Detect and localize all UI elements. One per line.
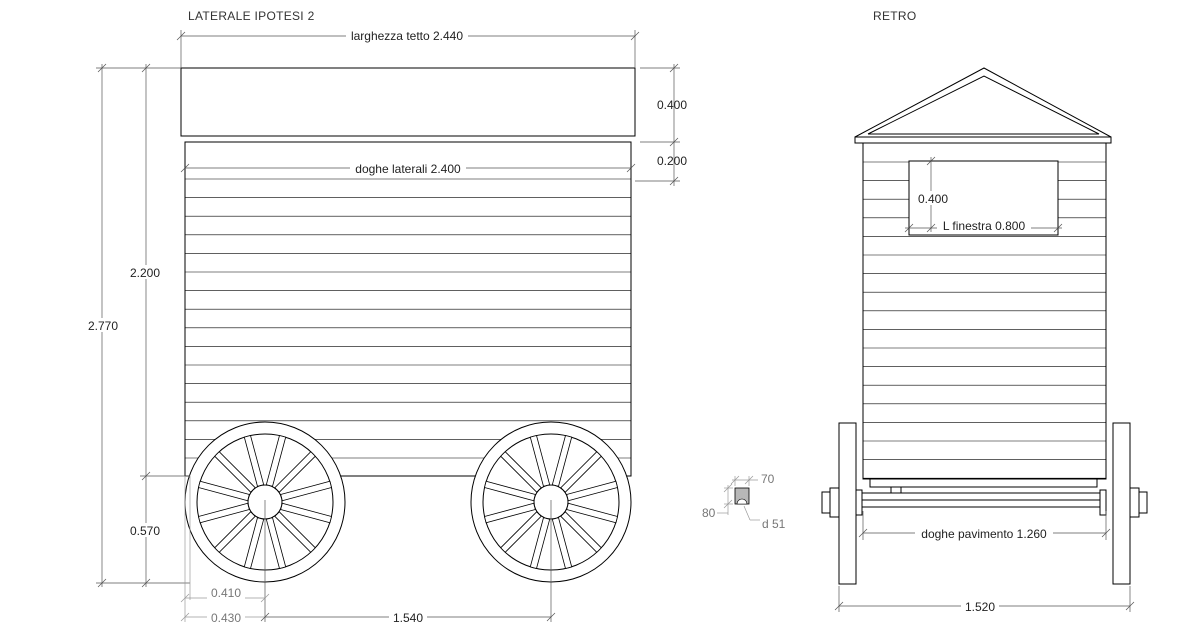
back-wheel-left xyxy=(838,422,857,585)
back-view-title: RETRO xyxy=(873,9,917,23)
side-view-title: LATERALE IPOTESI 2 xyxy=(188,9,315,23)
back-roof xyxy=(854,67,1112,138)
back-view: 0.400 L finestra 0.800 doghe pavimento 1… xyxy=(821,67,1148,614)
wheel-height-label: 0.570 xyxy=(130,524,160,538)
roof-height-label: 0.400 xyxy=(657,98,687,112)
profile-height-label: 80 xyxy=(702,506,716,520)
window-height-label: 0.400 xyxy=(918,192,948,206)
floor-boards-label: doghe pavimento 1.260 xyxy=(921,527,1047,541)
overall-width-label: 1.520 xyxy=(965,600,995,614)
profile-diameter-label: d 51 xyxy=(762,517,786,531)
wheel-offset-a-label: 0.410 xyxy=(211,586,241,600)
total-height-label: 2.770 xyxy=(88,319,118,333)
axle-spacing-label: 1.540 xyxy=(393,611,423,625)
profile-width-label: 70 xyxy=(761,472,775,486)
roof-width-label: larghezza tetto 2.440 xyxy=(351,29,463,43)
back-wall-boards xyxy=(863,161,1106,479)
wheel-offset-b-label: 0.430 xyxy=(211,611,241,625)
eave-height-label: 0.200 xyxy=(657,154,687,168)
side-view: larghezza tetto 2.440 doghe laterali 2.4… xyxy=(84,28,687,625)
side-roof xyxy=(180,67,636,137)
side-wall-boards xyxy=(185,178,631,459)
profile-section-detail: 70 80 d 51 xyxy=(702,472,786,531)
window-length-label: L finestra 0.800 xyxy=(943,219,1026,233)
back-wheel-right xyxy=(1112,422,1131,585)
side-boards-label: doghe laterali 2.400 xyxy=(355,162,461,176)
wall-height-label: 2.200 xyxy=(130,266,160,280)
wheel-front xyxy=(184,421,346,583)
